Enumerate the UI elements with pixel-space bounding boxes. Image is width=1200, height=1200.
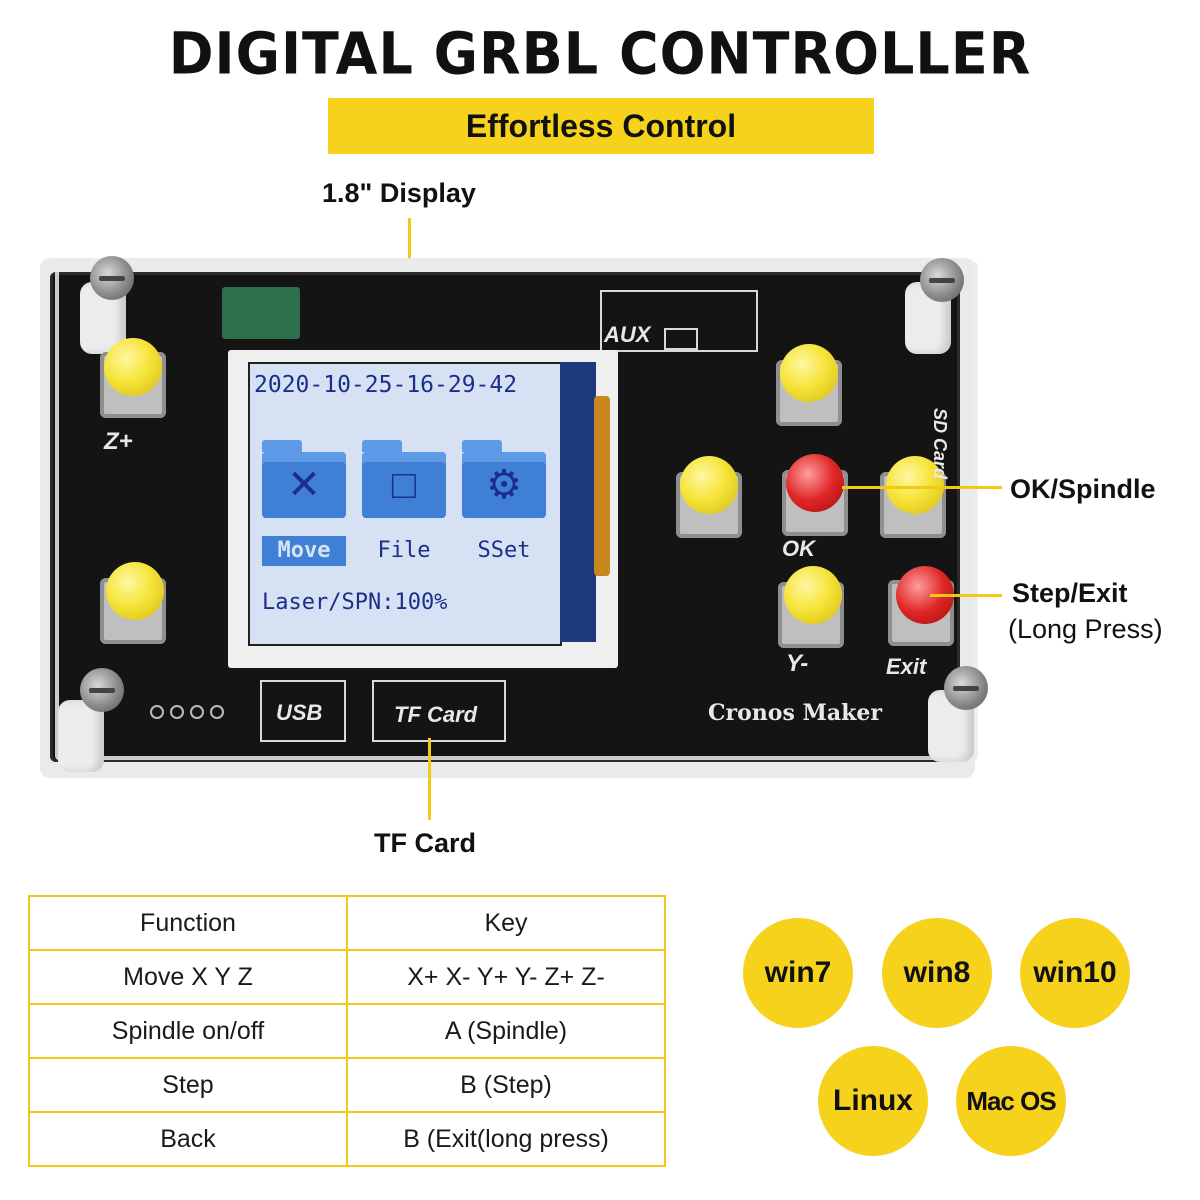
tools-icon: ✕ — [287, 463, 321, 507]
page-title: DIGITAL GRBL CONTROLLER — [168, 19, 1032, 88]
tf-card-slot[interactable] — [372, 680, 506, 742]
function-key-table: Function Key Move X Y Z X+ X- Y+ Y- Z+ Z… — [28, 895, 666, 1167]
file-folder-tab — [362, 440, 402, 452]
menu-item-move[interactable]: Move — [262, 536, 346, 566]
tf-card-silk-label: TF Card — [394, 702, 478, 727]
table-cell: X+ X- Y+ Y- Z+ Z- — [346, 949, 666, 1005]
lcd-datetime: 2020-10-25-16-29-42 — [254, 372, 518, 398]
table-cell: Move X Y Z — [28, 949, 348, 1005]
table-header-key: Key — [346, 895, 666, 951]
usb-label: USB — [276, 700, 323, 725]
ok-spindle-leader-line — [842, 486, 1002, 489]
y-minus-label: Y- — [786, 650, 809, 677]
lcd-status-line: Laser/SPN:100% — [262, 590, 448, 615]
screw-bottom-left — [80, 668, 124, 712]
lcd-flex-cable — [594, 396, 610, 576]
table-header-function: Function — [28, 895, 348, 951]
table-row: Spindle on/off A (Spindle) — [28, 1003, 666, 1059]
ribbon-connector — [222, 287, 300, 339]
table-row: Back B (Exit(long press) — [28, 1111, 666, 1167]
standoff-bottom-left — [58, 700, 104, 772]
os-badge-win8: win8 — [882, 918, 992, 1028]
sset-folder-tab — [462, 440, 502, 452]
os-badge-macos: Mac OS — [956, 1046, 1066, 1156]
brand-logo-text: Cronos Maker — [708, 700, 882, 726]
z-plus-label: Z+ — [104, 428, 133, 455]
aux-socket — [664, 328, 698, 350]
x-plus-button[interactable] — [886, 456, 944, 514]
menu-item-file[interactable]: File — [377, 538, 431, 563]
gear-icon: ⚙ — [486, 463, 522, 507]
sd-card-label: SD Card — [930, 408, 950, 480]
subtitle-banner: Effortless Control — [328, 98, 874, 154]
table-cell: B (Exit(long press) — [346, 1111, 666, 1167]
tf-card-leader-line — [428, 738, 431, 820]
x-minus-button[interactable] — [680, 456, 738, 514]
table-header-row: Function Key — [28, 895, 666, 951]
aux-port — [600, 290, 758, 352]
table-cell: Step — [28, 1057, 348, 1113]
document-icon: □ — [391, 463, 417, 507]
move-menu-icon[interactable]: ✕ — [262, 452, 346, 518]
table-cell: A (Spindle) — [346, 1003, 666, 1059]
table-row: Move X Y Z X+ X- Y+ Y- Z+ Z- — [28, 949, 666, 1005]
table-cell: Spindle on/off — [28, 1003, 348, 1059]
ok-label: OK — [782, 536, 815, 561]
screw-top-right — [920, 258, 964, 302]
screw-top-left — [90, 256, 134, 300]
z-minus-button[interactable] — [106, 562, 164, 620]
os-badge-linux: Linux — [818, 1046, 928, 1156]
move-folder-tab — [262, 440, 302, 452]
menu-item-sset[interactable]: SSet — [477, 538, 531, 563]
sset-menu-icon[interactable]: ⚙ — [462, 452, 546, 518]
aux-label: AUX — [604, 322, 651, 347]
display-callout-label: 1.8" Display — [322, 178, 476, 208]
lcd-flex-edge — [560, 362, 596, 642]
z-plus-button[interactable] — [104, 338, 162, 396]
file-menu-icon[interactable]: □ — [362, 452, 446, 518]
header-pins — [150, 705, 240, 719]
acrylic-cover — [55, 262, 978, 760]
usb-port[interactable] — [260, 680, 346, 742]
step-exit-callout-note: (Long Press) — [1008, 614, 1163, 644]
table-row: Step B (Step) — [28, 1057, 666, 1113]
os-badge-win7: win7 — [743, 918, 853, 1028]
y-plus-button[interactable] — [780, 344, 838, 402]
step-exit-leader-line — [930, 594, 1002, 597]
table-cell: Back — [28, 1111, 348, 1167]
tf-card-callout-label: TF Card — [374, 828, 477, 858]
screw-bottom-right — [944, 666, 988, 710]
y-minus-button[interactable] — [784, 566, 842, 624]
exit-label: Exit — [886, 654, 927, 679]
os-badge-win10: win10 — [1020, 918, 1130, 1028]
ok-spindle-button[interactable] — [786, 454, 844, 512]
table-cell: B (Step) — [346, 1057, 666, 1113]
step-exit-callout-label: Step/Exit — [1012, 578, 1128, 608]
ok-spindle-callout-label: OK/Spindle — [1010, 474, 1156, 504]
